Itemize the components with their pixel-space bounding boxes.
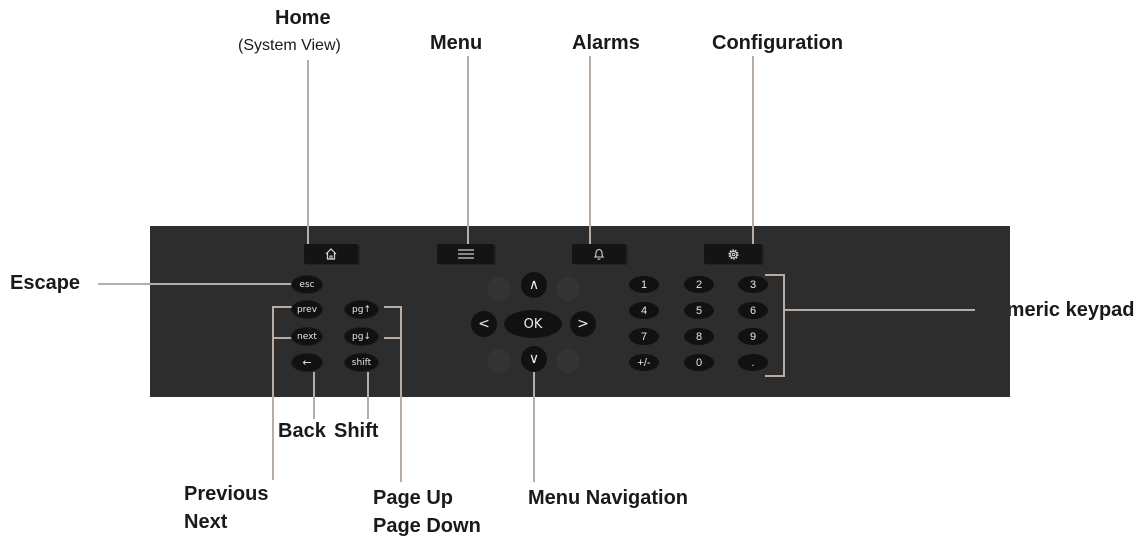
home-button[interactable] (304, 244, 358, 264)
next-label: Next (184, 511, 228, 533)
menu-label: Menu (430, 32, 483, 54)
nav-shadow-bottom-left (487, 349, 511, 373)
numpad-key-1[interactable]: 1 (629, 276, 659, 293)
nav-shadow-bottom-right (556, 349, 580, 373)
prev-next-leader (272, 306, 274, 480)
previous-label: Previous (184, 483, 269, 505)
numpad-key-8[interactable]: 8 (684, 328, 714, 345)
configuration-button[interactable] (704, 244, 762, 264)
escape-leader (98, 283, 292, 285)
back-leader (313, 372, 315, 419)
numpad-key-4[interactable]: 4 (629, 302, 659, 319)
numpad-key-2[interactable]: 2 (684, 276, 714, 293)
pgup-bracket-top (384, 306, 402, 308)
prev-next-bracket-top (272, 306, 292, 308)
keypad-bracket-top (765, 274, 785, 276)
shift-leader (367, 372, 369, 419)
configuration-leader (752, 56, 754, 244)
configuration-label: Configuration (712, 32, 844, 54)
numpad-key-5[interactable]: 5 (684, 302, 714, 319)
nav-shadow-top-right (556, 277, 580, 301)
gear-icon (727, 248, 739, 260)
shift-label: Shift (334, 420, 379, 442)
keypad-leader (783, 309, 975, 311)
home-leader (307, 60, 309, 244)
numpad-key-plus-minus[interactable]: +/- (629, 354, 659, 371)
esc-key[interactable]: esc (292, 276, 322, 293)
back-label: Back (278, 420, 326, 442)
numpad-key-decimal[interactable]: . (738, 354, 768, 371)
menu-leader (467, 56, 469, 244)
nav-shadow-top-left (487, 277, 511, 301)
home-sublabel: (System View) (238, 37, 341, 54)
alarms-label: Alarms (572, 32, 640, 54)
nav-left-button[interactable]: < (471, 311, 497, 337)
escape-label: Escape (10, 272, 81, 294)
page-up-label: Page Up (373, 487, 454, 509)
menu-navigation-leader (533, 372, 535, 482)
keypad-bracket-bottom (765, 375, 785, 377)
keypad-bracket-side (783, 274, 785, 377)
page-up-key[interactable]: pg↑ (345, 301, 378, 318)
page-up-down-leader (400, 306, 402, 482)
back-key[interactable]: ← (292, 354, 322, 371)
prev-next-bracket-mid (272, 337, 292, 339)
shift-key[interactable]: shift (345, 354, 378, 371)
page-down-key[interactable]: pg↓ (345, 328, 378, 345)
page-down-label: Page Down (373, 515, 481, 537)
numpad-key-0[interactable]: 0 (684, 354, 714, 371)
home-label: Home (275, 7, 331, 29)
numeric-keypad-label: Numeric keypad (980, 299, 1135, 321)
numpad-key-6[interactable]: 6 (738, 302, 768, 319)
home-icon (325, 248, 337, 260)
bell-icon (593, 248, 605, 260)
numpad-key-3[interactable]: 3 (738, 276, 768, 293)
nav-right-button[interactable]: > (570, 311, 596, 337)
menu-button[interactable] (437, 244, 494, 264)
next-key[interactable]: next (292, 328, 322, 345)
numpad-key-7[interactable]: 7 (629, 328, 659, 345)
nav-up-button[interactable]: ∧ (521, 272, 547, 298)
alarms-button[interactable] (572, 244, 626, 264)
hamburger-icon (457, 249, 474, 259)
numpad-key-9[interactable]: 9 (738, 328, 768, 345)
ok-button[interactable]: OK (504, 310, 562, 338)
alarms-leader (589, 56, 591, 244)
nav-down-button[interactable]: ∨ (521, 346, 547, 372)
menu-navigation-label: Menu Navigation (528, 487, 689, 509)
pgdn-bracket-mid (384, 337, 402, 339)
prev-key[interactable]: prev (292, 301, 322, 318)
